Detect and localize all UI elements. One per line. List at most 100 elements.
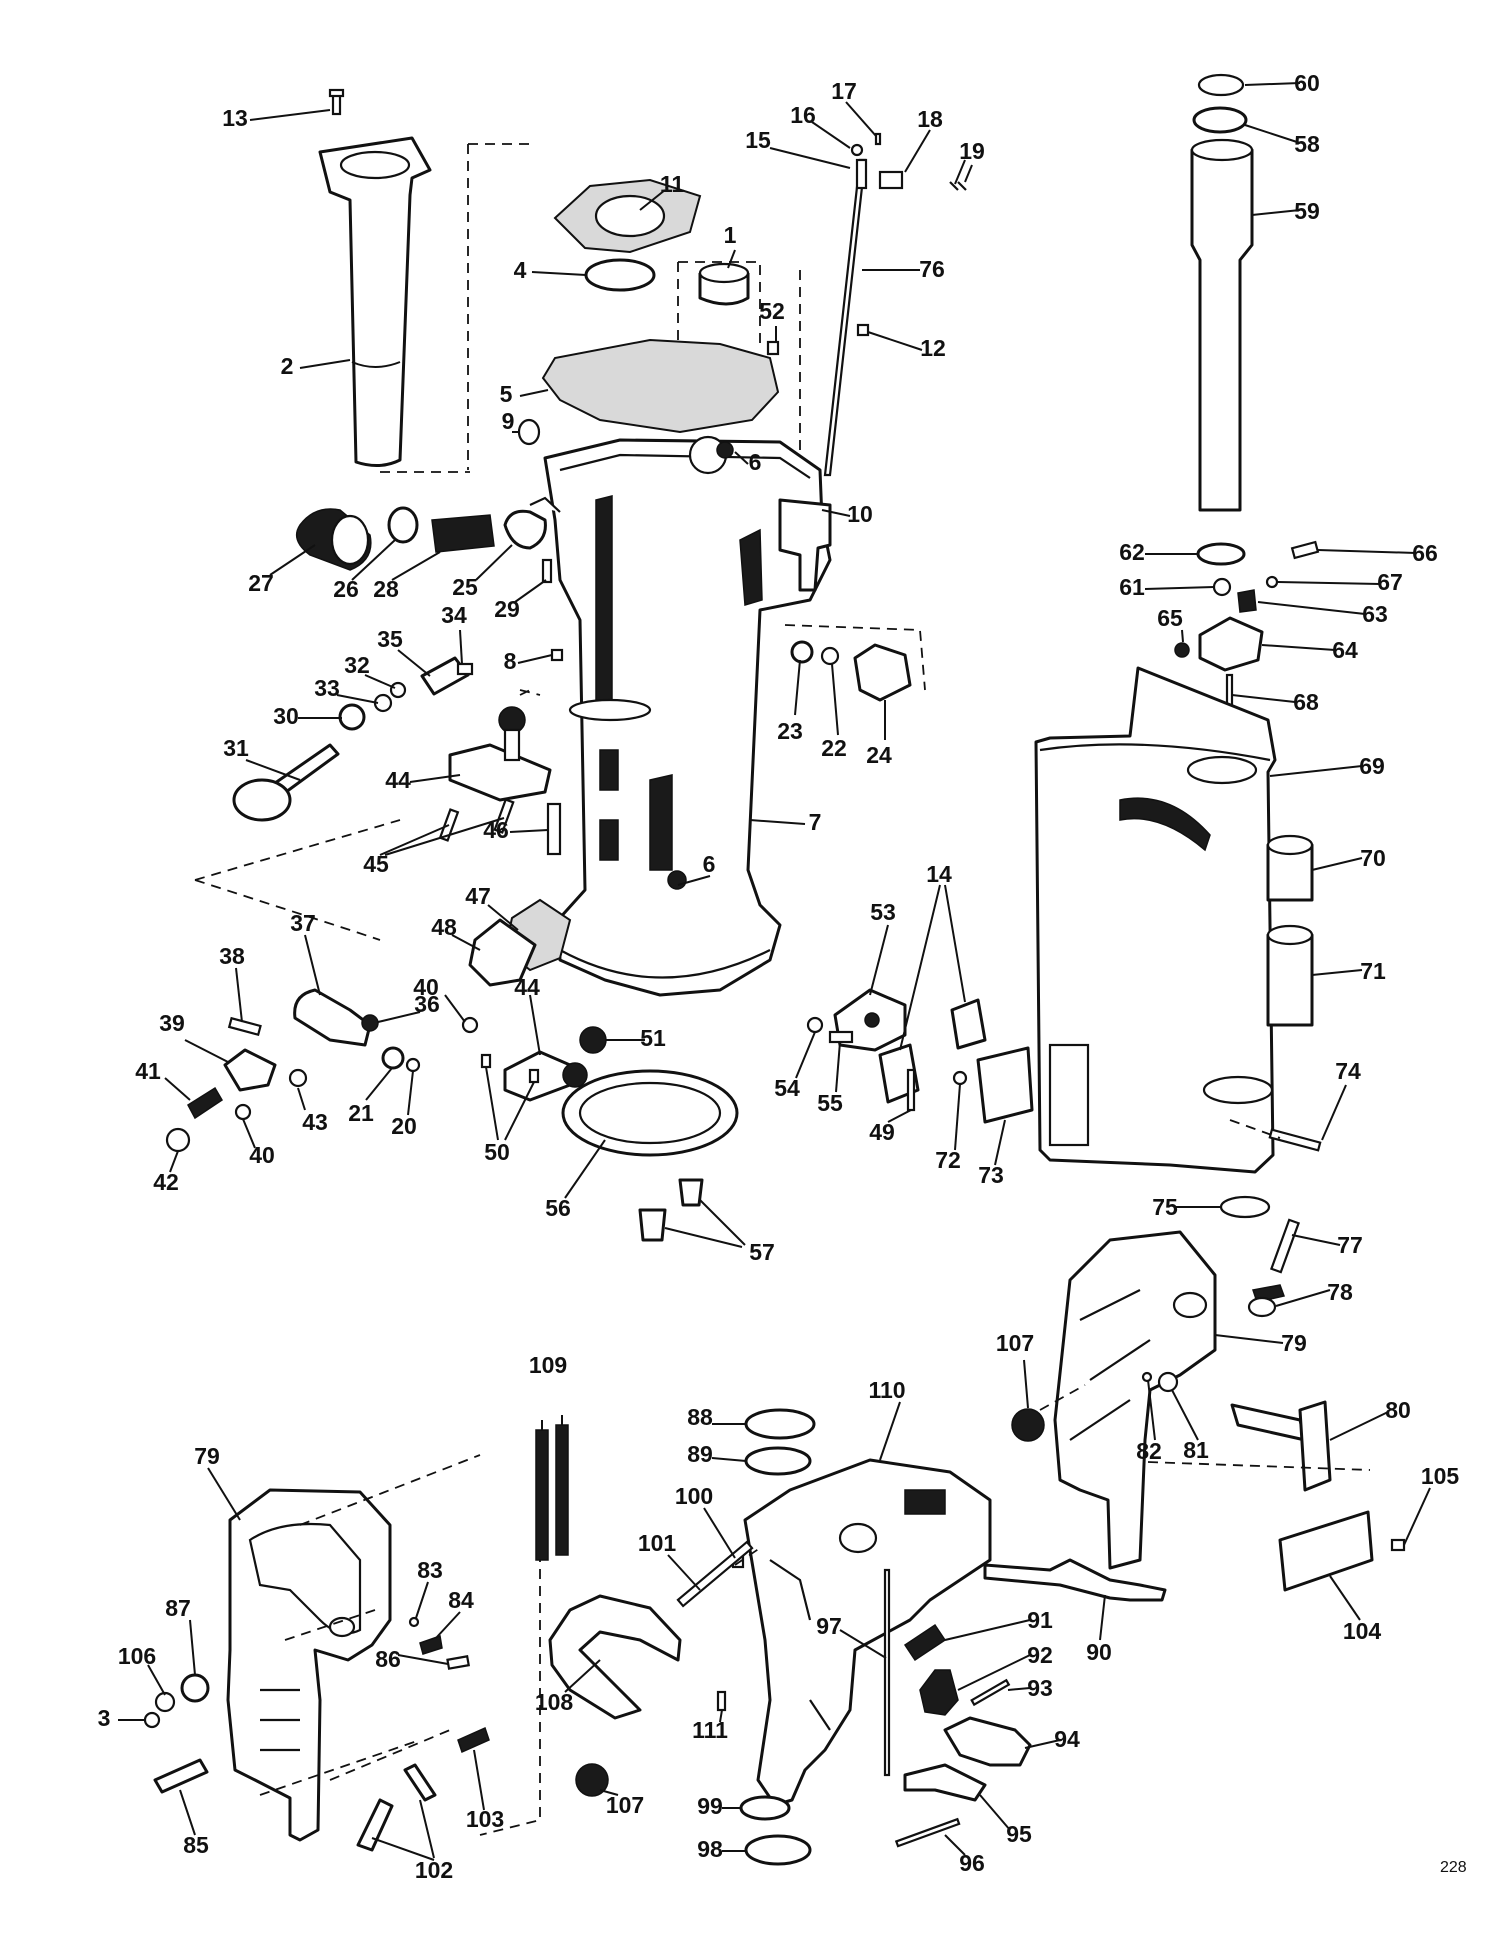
washer-67 xyxy=(1265,575,1279,589)
callout-79: 79 xyxy=(1281,1330,1307,1356)
o-ring-99 xyxy=(739,1795,791,1821)
callout-3: 3 xyxy=(98,1705,111,1731)
callout-106: 106 xyxy=(118,1643,156,1669)
callout-4: 4 xyxy=(514,257,527,283)
spring-63 xyxy=(1237,589,1257,613)
callout-42: 42 xyxy=(153,1169,179,1195)
callout-23: 23 xyxy=(777,718,803,744)
callout-63: 63 xyxy=(1362,601,1388,627)
nut-3 xyxy=(143,1711,161,1729)
callout-13: 13 xyxy=(222,105,248,131)
callout-94: 94 xyxy=(1054,1726,1080,1752)
screw-65 xyxy=(1174,642,1190,658)
seal-89 xyxy=(744,1446,812,1476)
callout-107: 107 xyxy=(996,1330,1034,1356)
callout-16: 16 xyxy=(790,102,816,128)
callout-47: 47 xyxy=(465,883,491,909)
callout-1: 1 xyxy=(724,222,737,248)
plug-6b xyxy=(667,870,687,890)
callout-18: 18 xyxy=(917,106,943,132)
exhaust-housing-7 xyxy=(543,435,832,997)
nut-52 xyxy=(766,340,780,356)
clamp-bracket-79b xyxy=(226,1488,392,1842)
pin-83 xyxy=(408,1616,420,1628)
bushing-71 xyxy=(1266,924,1314,1027)
callout-17: 17 xyxy=(831,78,857,104)
callout-19: 19 xyxy=(959,138,985,164)
water-pump-44a xyxy=(448,706,552,802)
callout-98: 98 xyxy=(697,1836,723,1862)
callout-76: 76 xyxy=(919,256,945,282)
callout-50: 50 xyxy=(484,1139,510,1165)
callout-62: 62 xyxy=(1119,539,1145,565)
link-95 xyxy=(903,1763,987,1802)
screw-50b xyxy=(528,1068,540,1084)
washer-98 xyxy=(744,1834,812,1866)
callout-93: 93 xyxy=(1027,1675,1053,1701)
callout-92: 92 xyxy=(1027,1642,1053,1668)
callout-53: 53 xyxy=(870,899,896,925)
nut-12 xyxy=(856,323,870,337)
callout-44: 44 xyxy=(385,767,411,793)
rubber-14b xyxy=(950,998,987,1050)
callout-29: 29 xyxy=(494,596,520,622)
o-ring-4 xyxy=(584,258,656,292)
bolt-77 xyxy=(1269,1218,1301,1274)
bushing-70 xyxy=(1266,834,1314,902)
callout-25: 25 xyxy=(452,574,478,600)
screw-45b xyxy=(493,798,515,834)
callout-5: 5 xyxy=(500,381,513,407)
callout-27: 27 xyxy=(248,570,274,596)
plug-6a xyxy=(716,441,734,459)
callout-14: 14 xyxy=(926,861,952,887)
callout-46: 46 xyxy=(483,817,509,843)
callout-110: 110 xyxy=(868,1377,905,1403)
washer-20 xyxy=(405,1057,421,1073)
bushing-107a xyxy=(1011,1408,1045,1442)
pin-17 xyxy=(874,132,882,146)
pin-35-34 xyxy=(420,656,474,696)
callout-101: 101 xyxy=(638,1530,677,1556)
washer-43 xyxy=(288,1068,308,1088)
callout-60: 60 xyxy=(1294,70,1320,96)
callout-26: 26 xyxy=(333,576,359,602)
o-ring-32 xyxy=(389,681,407,699)
callout-39: 39 xyxy=(159,1010,185,1036)
callout-66: 66 xyxy=(1412,540,1438,566)
screw-82 xyxy=(1141,1371,1153,1383)
callout-45: 45 xyxy=(363,851,389,877)
bolt-55 xyxy=(828,1030,854,1044)
callout-103: 103 xyxy=(466,1806,504,1832)
swivel-bracket-69 xyxy=(1034,666,1277,1174)
callout-7: 7 xyxy=(809,809,822,835)
springs-109 xyxy=(535,1415,569,1561)
nut-36 xyxy=(361,1014,379,1032)
callout-43: 43 xyxy=(302,1109,328,1135)
grommets-57 xyxy=(638,1178,704,1242)
callout-36: 36 xyxy=(414,991,440,1017)
callout-48: 48 xyxy=(431,914,457,940)
washer-9 xyxy=(517,418,541,446)
bushing-1 xyxy=(698,262,750,306)
callout-10: 10 xyxy=(847,501,873,527)
bracket-10 xyxy=(778,498,832,592)
callout-67: 67 xyxy=(1377,569,1403,595)
callout-77: 77 xyxy=(1337,1232,1363,1258)
callout-88: 88 xyxy=(687,1404,713,1430)
callout-30: 30 xyxy=(273,703,299,729)
mount-24 xyxy=(853,643,912,702)
swivel-housing-110 xyxy=(743,1458,992,1807)
callout-91: 91 xyxy=(1027,1607,1053,1633)
callout-97: 97 xyxy=(816,1613,842,1639)
screw-111 xyxy=(716,1690,727,1712)
washer-106 xyxy=(154,1691,176,1713)
leader-lines xyxy=(118,82,1431,1861)
plug-60 xyxy=(1197,73,1245,97)
callout-109: 109 xyxy=(529,1352,567,1378)
callout-90: 90 xyxy=(1086,1639,1112,1665)
screw-40a xyxy=(461,1016,479,1034)
handle-80 xyxy=(1230,1400,1332,1492)
callout-100: 100 xyxy=(675,1483,713,1509)
callout-21: 21 xyxy=(348,1100,374,1126)
